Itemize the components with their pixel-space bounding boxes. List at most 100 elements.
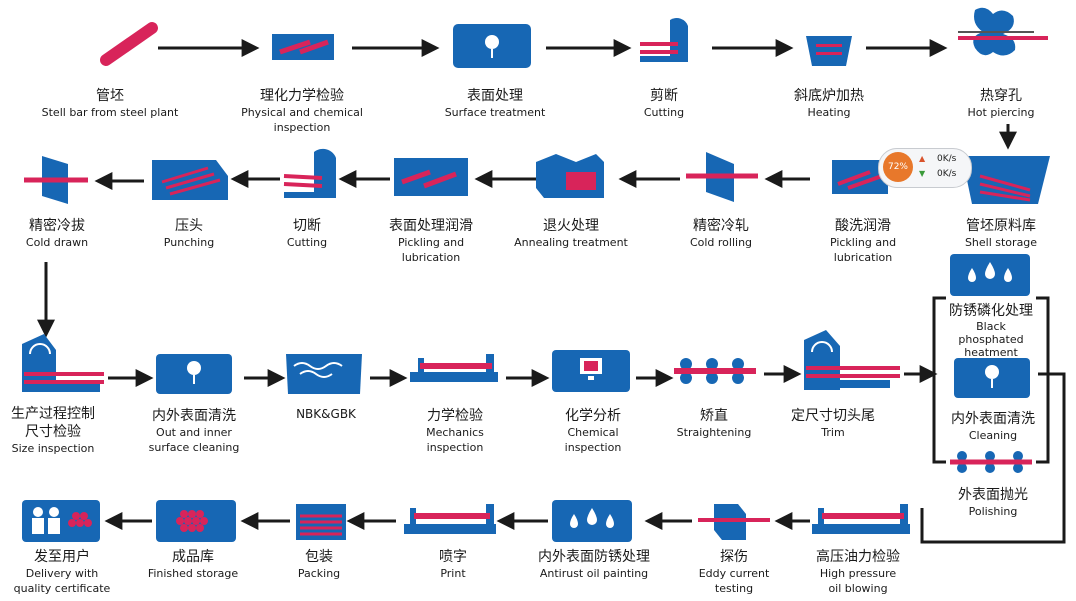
step-steel-bar: 管坯 Stell bar from steel plant <box>35 87 185 120</box>
step-shearing: 剪断 Cutting <box>589 87 739 120</box>
step-label-zh: 精密冷轧 <box>693 218 749 234</box>
step-label-en: Punching <box>163 236 215 249</box>
loop-return-line <box>920 372 1066 544</box>
step-label-en: Cutting <box>643 106 685 119</box>
step-label-zh: 表面处理 <box>467 88 523 104</box>
download-arrow-icon: ▼ <box>919 169 926 178</box>
loop-bracket-left <box>932 296 946 464</box>
step-label-zh: 斜底炉加热 <box>794 88 864 104</box>
size-inspection-icon <box>22 334 104 392</box>
nbk-gbk-tank-icon <box>286 354 362 394</box>
print-icon <box>404 504 496 534</box>
step-label-zh: 理化力学检验 <box>260 88 344 104</box>
steel-bar-icon <box>100 22 158 66</box>
step-surface-lubrication: 表面处理润滑 Pickling and lubrication <box>356 217 506 265</box>
step-label-en: Mechanics inspection <box>426 426 484 454</box>
inspection-bars-icon <box>272 34 334 60</box>
step-oil-blowing: 高压油力检验 High pressure oil blowing <box>783 548 933 596</box>
step-label-zh: 内外表面清洗 <box>951 411 1035 427</box>
step-label-en: Straightening <box>676 426 752 439</box>
step-label-zh: 管坯 <box>96 88 124 104</box>
step-delivery: 发至用户 Delivery with quality certificate <box>0 548 137 596</box>
step-label-en: Eddy current testing <box>698 567 770 595</box>
upload-speed: 0K/s <box>937 154 957 164</box>
step-label-zh: 力学检验 <box>427 408 483 424</box>
step-label-zh: 酸洗润滑 <box>835 218 891 234</box>
usage-percent-badge: 72% <box>883 152 913 182</box>
packing-icon <box>296 504 346 540</box>
step-label-zh: 管坯原料库 <box>966 218 1036 234</box>
shell-storage-icon <box>962 156 1050 204</box>
step-label-zh: 精密冷拔 <box>29 218 85 234</box>
step-cold-drawn: 精密冷拔 Cold drawn <box>0 217 132 250</box>
punching-icon <box>152 160 228 200</box>
step-label-zh: 热穿孔 <box>980 88 1022 104</box>
step-label-zh: 高压油力检验 <box>816 549 900 565</box>
step-label-en: Polishing <box>968 505 1018 518</box>
surface-lubrication-icon <box>394 158 468 196</box>
step-label-en: Packing <box>297 567 341 580</box>
step-label-en: Pickling and lubrication <box>397 236 465 264</box>
step-chemical-inspection: 化学分析 Chemical inspection <box>518 407 668 455</box>
step-label-en: Hot piercing <box>967 106 1035 119</box>
step-label-en: Size inspection <box>11 442 95 455</box>
step-label-zh: 内外表面清洗 <box>152 408 236 424</box>
step-label-zh: 喷字 <box>439 549 467 565</box>
eddy-current-icon <box>698 504 770 540</box>
step-label-en: Trim <box>821 426 845 439</box>
step-label-zh: 切断 <box>293 218 321 234</box>
step-cold-rolling: 精密冷轧 Cold rolling <box>646 217 796 250</box>
step-label-en: Heating <box>807 106 851 119</box>
step-label-zh: 表面处理润滑 <box>389 218 473 234</box>
step-surface-cleaning: 内外表面清洗 Out and inner surface cleaning <box>119 407 269 455</box>
step-label-en: Annealing treatment <box>514 236 628 249</box>
finished-storage-icon <box>156 500 236 542</box>
step-nbk-gbk: NBK&GBK <box>251 407 401 422</box>
oil-blowing-icon <box>812 504 910 534</box>
step-heating: 斜底炉加热 Heating <box>754 87 904 120</box>
annealing-icon <box>536 154 604 198</box>
step-label-en: Cutting <box>286 236 328 249</box>
antirust-drops-icon <box>552 500 632 542</box>
loop-bracket-right <box>1036 296 1050 464</box>
step-label-zh: 内外表面防锈处理 <box>538 549 650 565</box>
upload-arrow-icon: ▲ <box>919 154 926 163</box>
step-label-en: Cold rolling <box>689 236 753 249</box>
step-mechanics-inspection: 力学检验 Mechanics inspection <box>380 407 530 455</box>
shear-icon <box>640 17 688 62</box>
step-label-en: High pressure oil blowing <box>819 567 897 595</box>
step-label-zh: 剪断 <box>650 88 678 104</box>
step-label-en: Chemical inspection <box>564 426 622 454</box>
cold-rolling-icon <box>686 152 758 202</box>
surface-cleaning-icon <box>156 354 232 394</box>
step-label-en: Stell bar from steel plant <box>41 106 179 119</box>
phosphating-icon <box>950 254 1030 296</box>
step-label-zh: 发至用户 <box>34 549 90 565</box>
step-label-en: Cold drawn <box>25 236 89 249</box>
step-label-zh: 定尺寸切头尾 <box>791 408 875 424</box>
step-label-en: Cleaning <box>968 429 1018 442</box>
step-cleaning: 内外表面清洗 Cleaning <box>918 410 1068 443</box>
piercing-mill-icon <box>958 7 1048 56</box>
network-speed-widget[interactable]: 72% ▲ 0K/s ▼ 0K/s <box>878 148 972 188</box>
surface-treatment-icon <box>453 24 531 68</box>
step-label-en: Delivery with quality certificate <box>13 567 111 595</box>
step-label-en: Finished storage <box>147 567 239 580</box>
step-label-zh: 化学分析 <box>565 408 621 424</box>
polishing-icon <box>950 451 1032 473</box>
step-label-zh: 包装 <box>305 549 333 565</box>
step-label-en: Out and inner surface cleaning <box>148 426 240 454</box>
cutting-icon <box>283 148 336 198</box>
